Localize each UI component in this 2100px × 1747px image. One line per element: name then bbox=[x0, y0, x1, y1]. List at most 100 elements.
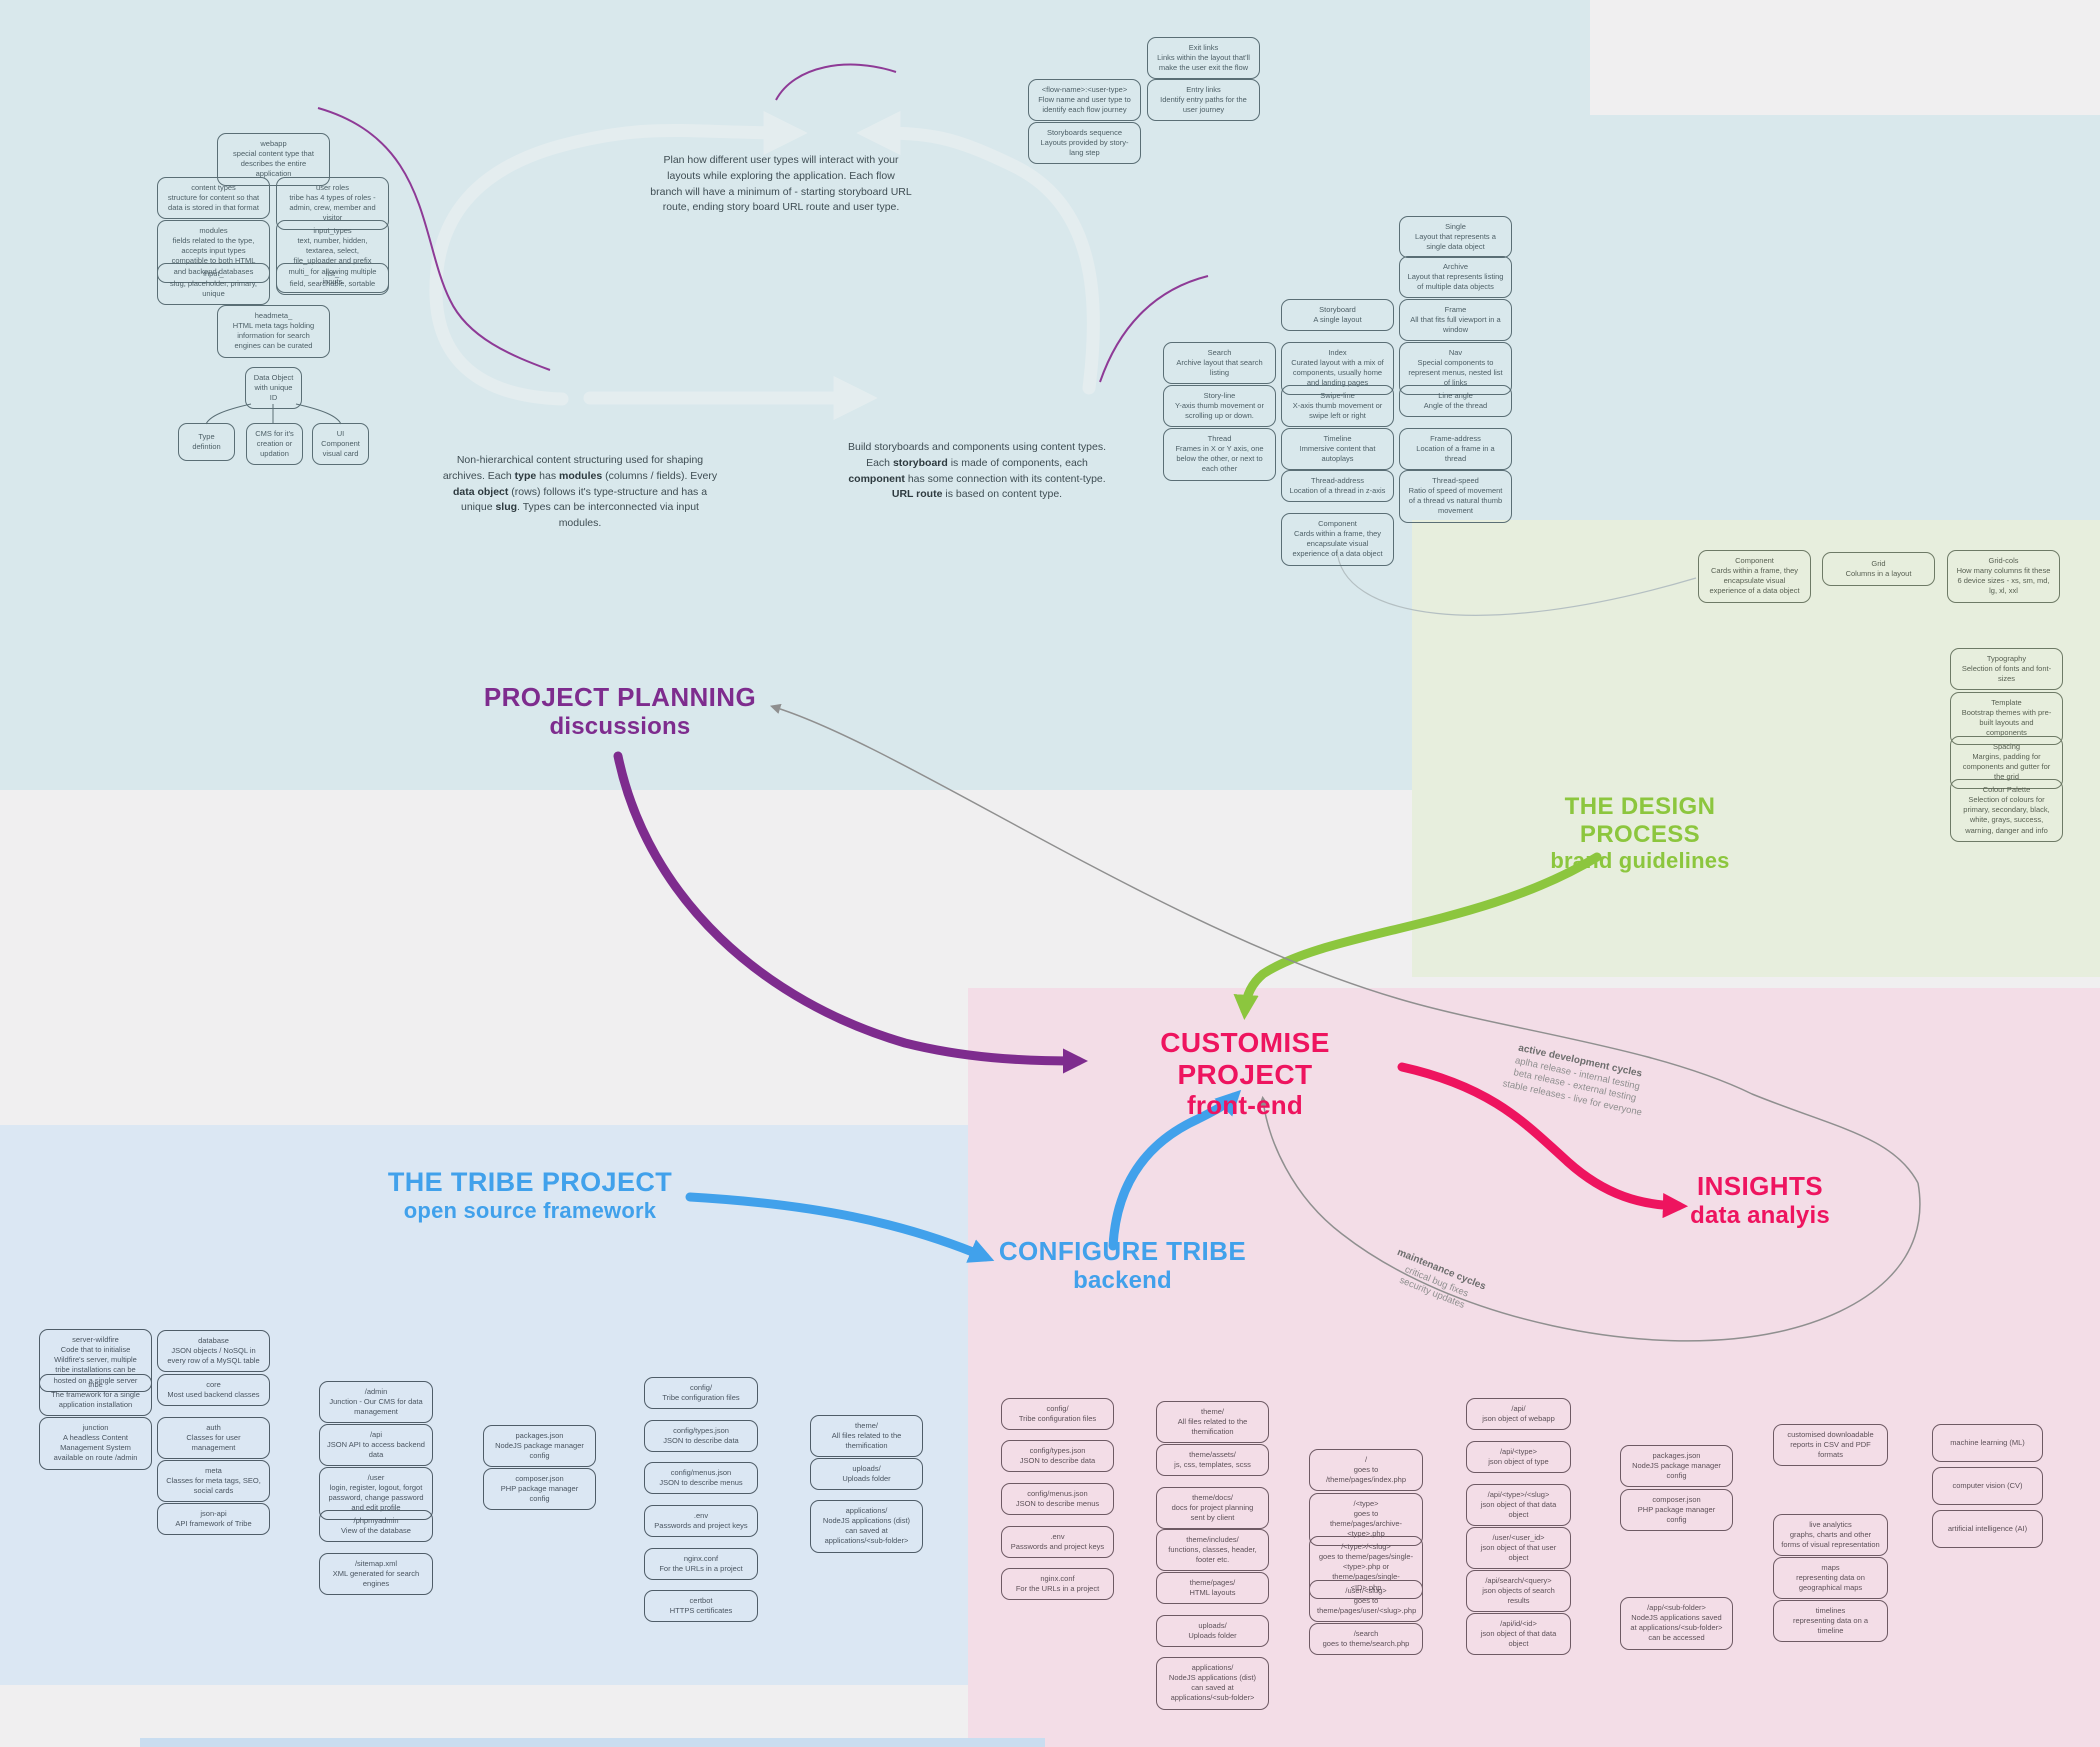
node-artificial-intelligence-ai[interactable]: artificial intelligence (AI) bbox=[1932, 1510, 2043, 1548]
node-machine-learning-ml[interactable]: machine learning (ML) bbox=[1932, 1424, 2043, 1462]
node-api-search-query[interactable]: /api/search/<query>json objects of searc… bbox=[1466, 1570, 1571, 1613]
node-theme-docs[interactable]: theme/docs/docs for project planning sen… bbox=[1156, 1487, 1269, 1530]
node-node[interactable]: /goes to /theme/pages/index.php bbox=[1309, 1449, 1423, 1492]
node-theme[interactable]: theme/All files related to the themifica… bbox=[1156, 1401, 1269, 1444]
node-data-object-with-unique-id[interactable]: Data Object with unique ID bbox=[245, 367, 302, 410]
node-cms-for-it-s-creation-or-updation[interactable]: CMS for it's creation or updation bbox=[246, 423, 303, 466]
node-type-slug[interactable]: /<type>/<slug>goes to theme/pages/single… bbox=[1309, 1536, 1423, 1599]
node-theme-assets[interactable]: theme/assets/js, css, templates, scss bbox=[1156, 1444, 1269, 1477]
node-api-type[interactable]: /api/<type>json object of type bbox=[1466, 1441, 1571, 1474]
node-uploads[interactable]: uploads/Uploads folder bbox=[1156, 1615, 1269, 1648]
node-customised-downloadable-reports-in-csv-and-pdf-formats[interactable]: customised downloadable reports in CSV a… bbox=[1773, 1424, 1888, 1467]
node-api[interactable]: /api/json object of webapp bbox=[1466, 1398, 1571, 1431]
node-api-type-slug[interactable]: /api/<type>/<slug>json object of that da… bbox=[1466, 1484, 1571, 1527]
node-user-user-id[interactable]: /user/<user_id>json object of that user … bbox=[1466, 1527, 1571, 1570]
node-input[interactable]: input_slug, placeholder, primary, unique bbox=[157, 263, 270, 306]
node-uploads[interactable]: uploads/Uploads folder bbox=[810, 1458, 923, 1491]
node-computer-vision-cv[interactable]: computer vision (CV) bbox=[1932, 1467, 2043, 1505]
node-applications[interactable]: applications/NodeJS applications (dist) … bbox=[810, 1500, 923, 1553]
paragraph-storylang-desc[interactable]: Build storyboards and components using c… bbox=[848, 441, 1106, 501]
node-type[interactable]: /<type>goes to theme/pages/archive-<type… bbox=[1309, 1493, 1423, 1546]
node-type-defintion[interactable]: Type defintion bbox=[178, 423, 235, 461]
node-theme-pages[interactable]: theme/pages/HTML layouts bbox=[1156, 1572, 1269, 1605]
node-config[interactable]: config/Tribe configuration files bbox=[1001, 1398, 1114, 1431]
node-flow-name-user-type[interactable]: <flow-name>:<user-type>Flow name and use… bbox=[1028, 79, 1141, 122]
node-theme-includes[interactable]: theme/includes/functions, classes, heade… bbox=[1156, 1529, 1269, 1572]
node-config[interactable]: config/Tribe configuration files bbox=[644, 1377, 758, 1410]
paragraph-navigator-desc[interactable]: Plan how different user types will inter… bbox=[650, 154, 912, 214]
node-user-slug[interactable]: /user/<slug>goes to theme/pages/user/<sl… bbox=[1309, 1580, 1423, 1623]
node-app-sub-folder[interactable]: /app/<sub-folder>NodeJS applications sav… bbox=[1620, 1597, 1733, 1650]
node-applications[interactable]: applications/NodeJS applications (dist) … bbox=[1156, 1657, 1269, 1710]
node-headmeta[interactable]: headmeta_HTML meta tags holding informat… bbox=[217, 305, 330, 358]
paragraph-types-desc[interactable]: Non-hierarchical content structuring use… bbox=[442, 454, 718, 529]
node-list[interactable]: list_field, searchable, sortable bbox=[276, 263, 389, 296]
node-ui-component-visual-card[interactable]: UI Component visual card bbox=[312, 423, 369, 466]
node-api-id-id[interactable]: /api/id/<id>json object of that data obj… bbox=[1466, 1613, 1571, 1656]
node-theme[interactable]: theme/All files related to the themifica… bbox=[810, 1415, 923, 1458]
